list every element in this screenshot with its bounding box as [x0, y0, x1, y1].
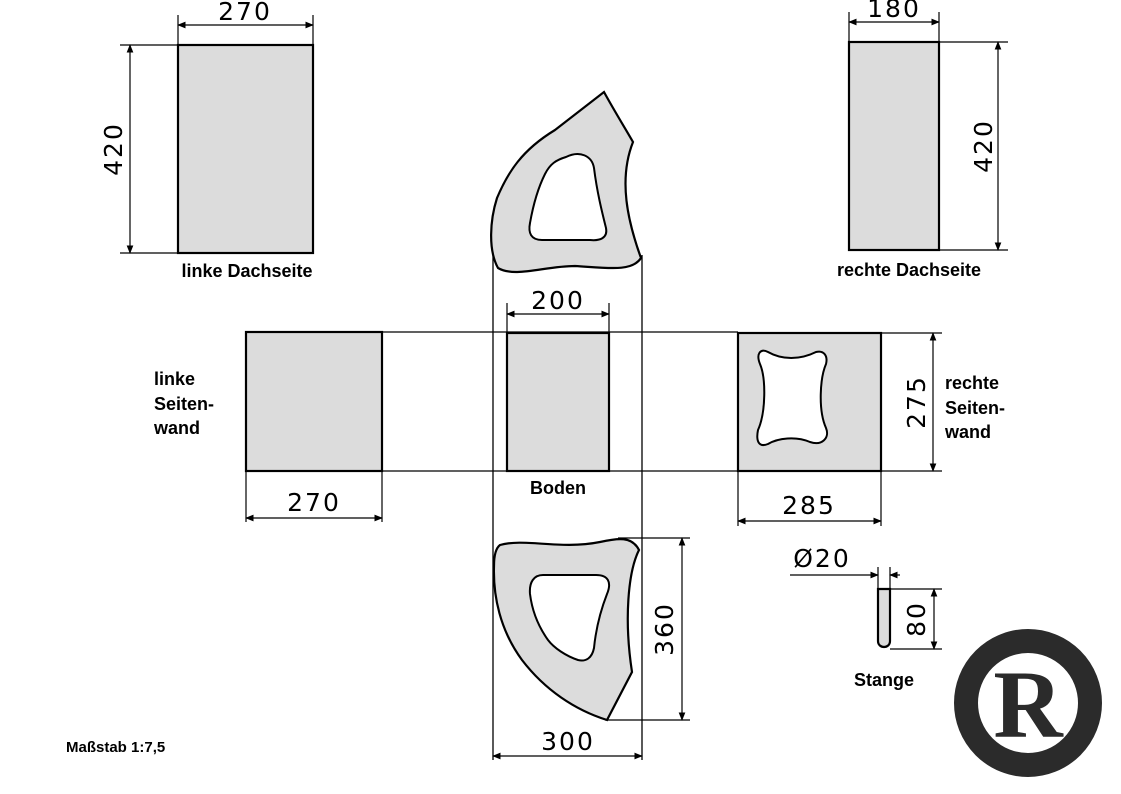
r-logo: R [954, 629, 1102, 777]
scale-note: Maßstab 1:7,5 [66, 739, 165, 756]
right-roof-height-dimension: 420 [969, 119, 998, 173]
right-side-wall-panel [736, 331, 942, 526]
right-roof-label: rechte Dachseite [837, 260, 981, 280]
left-wall-label-line-3: wand [153, 418, 200, 438]
rod-length-dimension: 80 [902, 601, 931, 637]
wall-height-dimension: 275 [902, 375, 931, 429]
floor-width-dimension: 200 [531, 286, 585, 315]
right-wall-label-line-2: Seiten- [945, 398, 1005, 418]
right-wall-width-dimension: 285 [782, 491, 836, 520]
left-roof-width-dimension: 270 [218, 0, 272, 26]
left-roof-label: linke Dachseite [181, 261, 312, 281]
rod-diameter-dimension: Ø20 [793, 544, 851, 573]
right-wall-label-line-3: wand [944, 422, 991, 442]
end-wall-width-dimension: 300 [541, 727, 595, 756]
bottom-end-wall-panel [492, 537, 690, 760]
end-wall-height-dimension: 360 [650, 602, 679, 656]
logo-letter: R [993, 651, 1064, 758]
left-wall-label-line-2: Seiten- [154, 394, 214, 414]
left-wall-width-dimension: 270 [287, 488, 341, 517]
right-roof-panel [847, 12, 1008, 252]
floor-panel [505, 303, 611, 473]
right-wall-label-line-1: rechte [945, 373, 999, 393]
floor-label: Boden [530, 478, 586, 498]
left-side-wall-panel [244, 330, 384, 522]
left-wall-label-line-1: linke [154, 369, 195, 389]
left-roof-panel [120, 15, 315, 255]
top-end-wall-panel [490, 90, 643, 274]
rod-part [790, 567, 942, 650]
right-roof-width-dimension: 180 [867, 0, 921, 23]
rod-label: Stange [854, 670, 914, 690]
left-roof-height-dimension: 420 [99, 122, 128, 176]
